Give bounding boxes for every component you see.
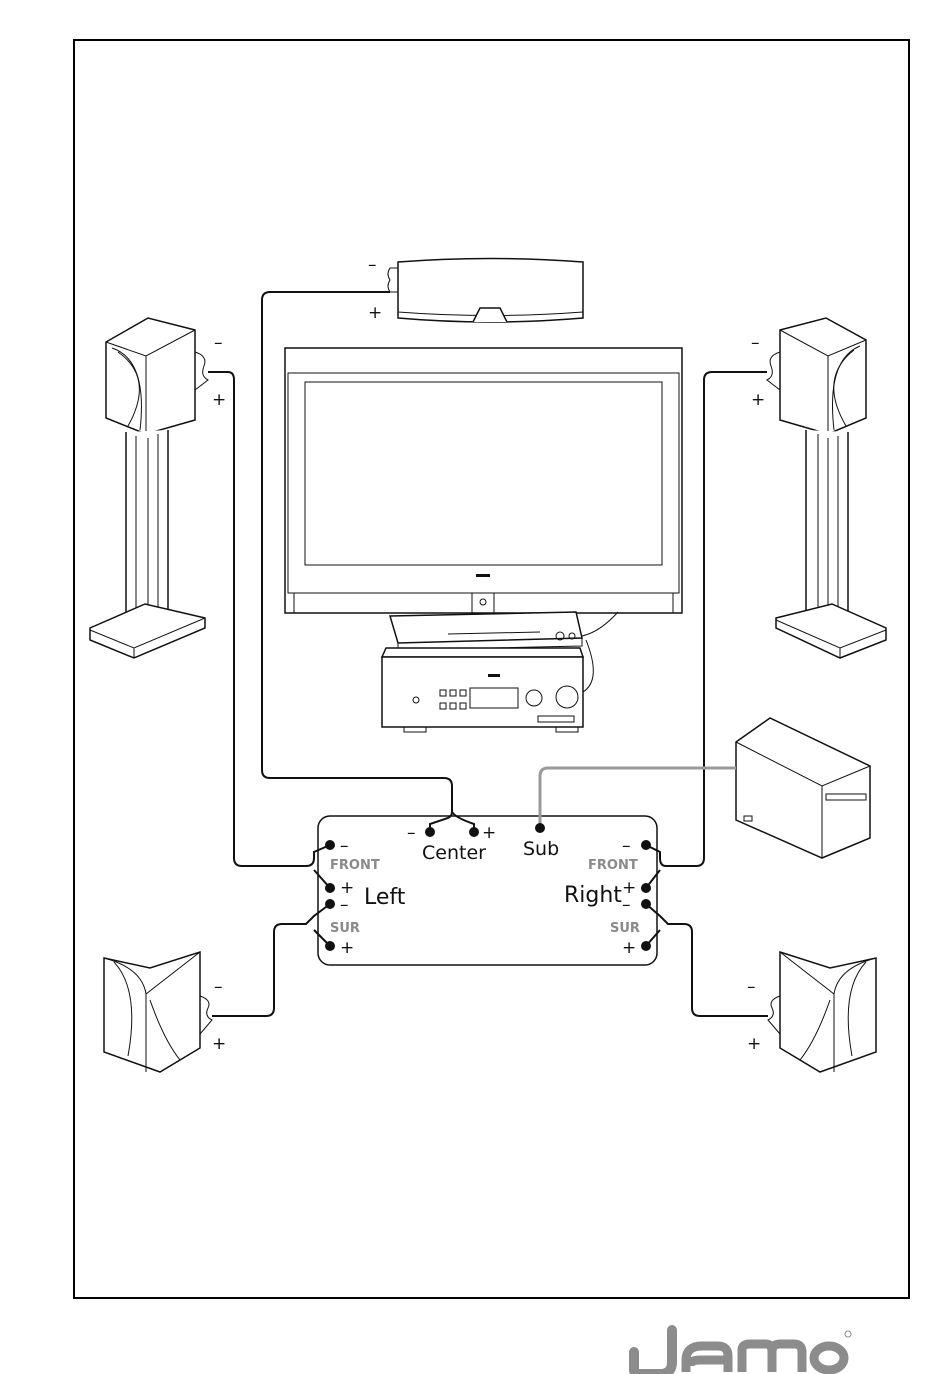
sur-left-minus-sign: –: [340, 895, 349, 915]
left-channel-label: Left: [364, 885, 406, 910]
center-speaker-plus: +: [368, 303, 382, 323]
center-minus-sign: –: [407, 823, 416, 843]
sur-left-plus-sign: +: [340, 938, 354, 958]
surround-left-speaker-plus: +: [212, 1034, 226, 1054]
center-terminal-label: Center: [422, 842, 486, 864]
av-receiver: [382, 640, 593, 732]
sur-right-minus-sign: –: [622, 895, 631, 915]
front-right-minus-sign: –: [622, 836, 631, 856]
front-right-speaker: [776, 318, 886, 658]
surround-left-speaker-minus: –: [214, 977, 223, 997]
television: [285, 348, 682, 613]
center-plus-sign: +: [482, 823, 496, 843]
front-left-speaker-minus: –: [214, 333, 223, 353]
surround-left-speaker: [104, 952, 200, 1072]
surround-right-speaker-minus: –: [747, 977, 756, 997]
right-channel-label: Right: [564, 883, 622, 908]
sur-right-plus-sign: +: [622, 938, 636, 958]
sur-left-label: SUR: [330, 921, 360, 936]
surround-right-speaker-plus: +: [747, 1034, 761, 1054]
front-right-label: FRONT: [588, 858, 638, 873]
front-left-minus-sign: –: [340, 836, 349, 856]
center-speaker: [398, 259, 583, 323]
sub-terminal-label: Sub: [523, 838, 559, 860]
sur-right-label: SUR: [610, 921, 640, 936]
front-right-speaker-plus: +: [751, 390, 765, 410]
front-left-speaker-plus: +: [212, 390, 226, 410]
dvd-player: [390, 612, 618, 650]
center-speaker-minus: –: [368, 255, 377, 275]
surround-right-speaker: [780, 952, 876, 1072]
front-right-speaker-minus: –: [751, 333, 760, 353]
front-left-speaker: [90, 318, 205, 658]
subwoofer: [736, 718, 870, 858]
front-left-label: FRONT: [330, 858, 380, 873]
jamo-logo: [634, 1330, 851, 1374]
